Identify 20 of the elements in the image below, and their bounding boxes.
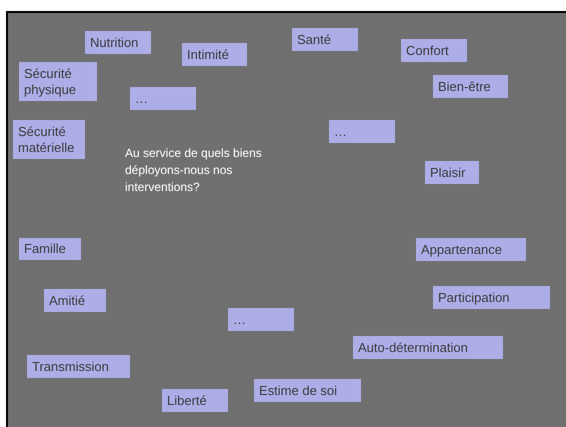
term-box: Appartenance: [416, 238, 526, 261]
term-box: …: [329, 120, 395, 143]
term-box: Transmission: [27, 355, 130, 378]
term-box: Liberté: [162, 389, 228, 412]
term-box: Participation: [433, 286, 550, 309]
term-box: Amitié: [44, 289, 106, 312]
term-box: Sécurité matérielle: [13, 120, 85, 159]
term-box: Auto-détermination: [353, 336, 503, 359]
term-box: Confort: [401, 39, 467, 62]
term-box: Nutrition: [85, 31, 151, 54]
term-box: …: [130, 87, 196, 110]
term-box: Famille: [19, 238, 81, 260]
term-box: Plaisir: [425, 161, 479, 184]
term-box: …: [228, 308, 294, 331]
term-box: Bien-être: [433, 75, 508, 98]
question-text: Au service de quels biens déployons-nous nos interventions?: [125, 145, 263, 196]
term-box: Sécurité physique: [19, 62, 97, 101]
term-box: Estime de soi: [254, 379, 361, 402]
term-box: Intimité: [182, 43, 247, 66]
term-box: Santé: [292, 28, 358, 51]
